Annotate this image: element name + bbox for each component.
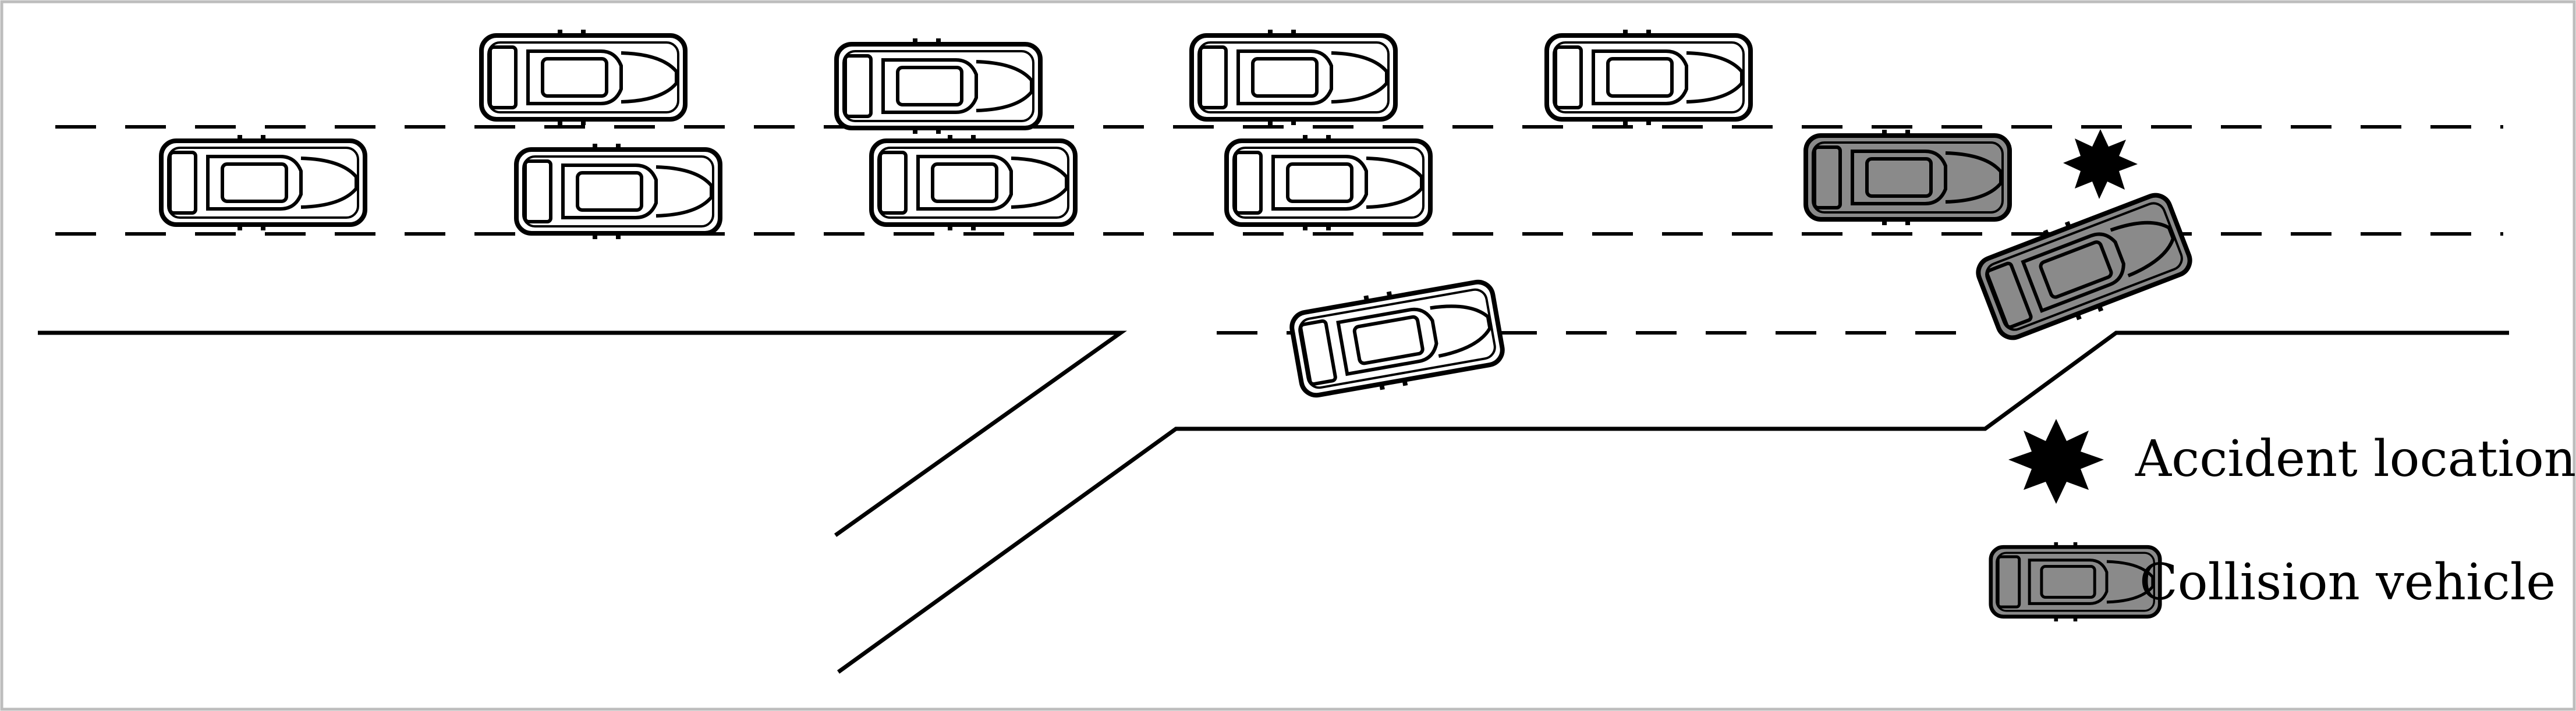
vehicle-top-1 [481, 30, 685, 125]
explosion-star-icon [2008, 419, 2104, 504]
vehicle-mid-4 [1227, 135, 1430, 230]
vehicle-top-4 [1547, 30, 1751, 125]
vehicle-top-3 [1192, 30, 1395, 125]
legend: Accident location Collision vehicle [1991, 419, 2576, 621]
road-edge-ramp [837, 330, 2509, 674]
legend-collision-label: Collision vehicle [2139, 553, 2556, 612]
vehicle-mid-1 [161, 135, 365, 230]
car-topview-icon [1991, 542, 2160, 621]
vehicle-top-2 [837, 38, 1040, 134]
road-edge-main-left [38, 330, 1127, 537]
vehicle-mid-3 [871, 135, 1075, 230]
vehicle-mid-2 [516, 144, 720, 239]
collision-vehicle-1 [1806, 130, 2010, 225]
explosion-star-icon [2063, 129, 2138, 199]
road-edges [38, 330, 2509, 674]
legend-accident-label: Accident location [2135, 430, 2576, 488]
